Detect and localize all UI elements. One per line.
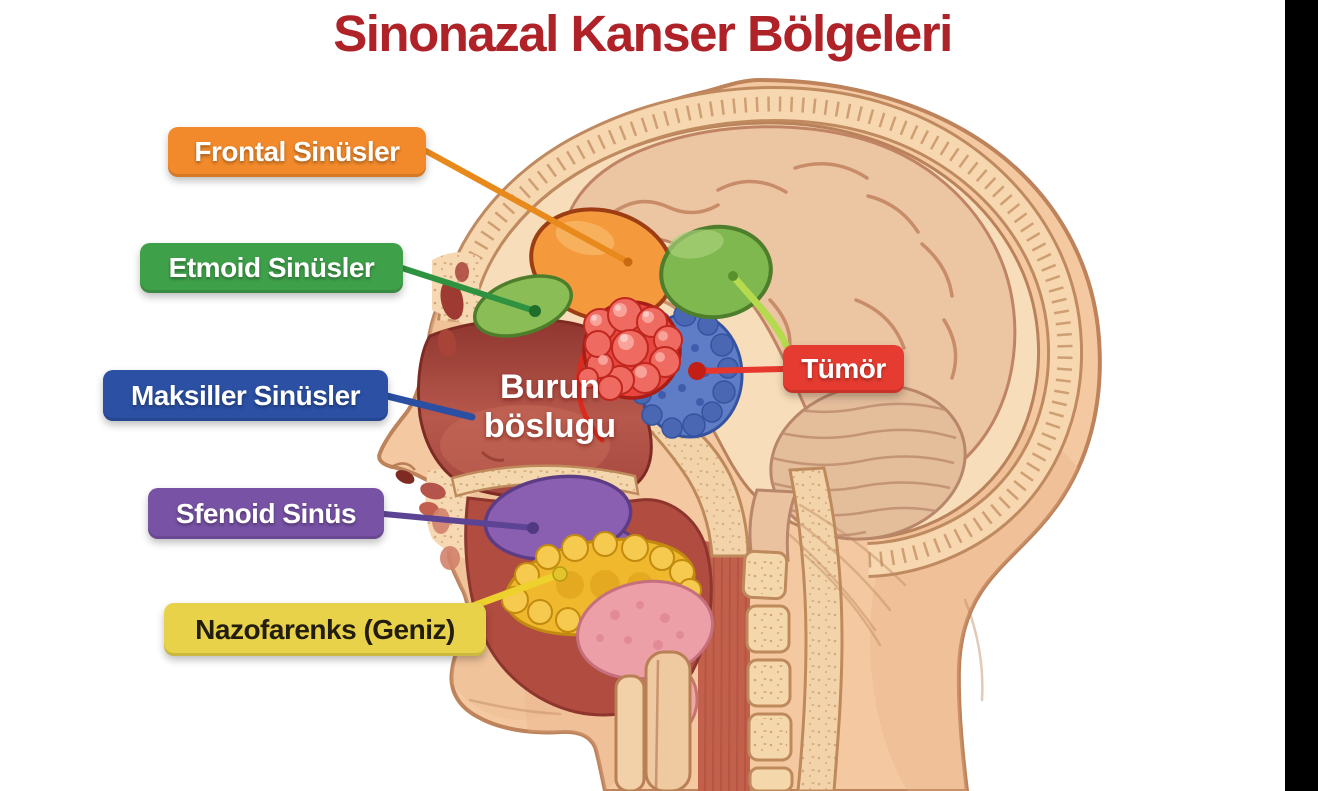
throat-tubes bbox=[614, 650, 692, 791]
tumor-region bbox=[575, 297, 683, 443]
right-black-bar bbox=[1285, 0, 1318, 791]
cerebellum bbox=[748, 365, 982, 562]
neck bbox=[637, 406, 844, 791]
ethmoid-sinus-left bbox=[465, 263, 581, 349]
nasal-cavity-annotation-line1: Burun bbox=[499, 368, 601, 406]
nasal-cavity-annotation-line2: böslugu bbox=[483, 407, 617, 445]
page-title: Sinonazal Kanser Bölgeleri bbox=[333, 5, 953, 62]
label-etmoid-sinusler: Etmoid Sinüsler bbox=[140, 243, 403, 293]
nasal-cavity-annotation: Burun böslugu bbox=[455, 368, 645, 446]
label-frontal-sinusler: Frontal Sinüsler bbox=[168, 127, 426, 177]
label-nazofarenks-geniz: Nazofarenks (Geniz) bbox=[164, 603, 486, 656]
label-sfenoid-sinus: Sfenoid Sinüs bbox=[148, 488, 384, 539]
skin-texture-lines bbox=[468, 503, 984, 716]
label-tumor: Tümör bbox=[783, 345, 904, 393]
leader-lines bbox=[381, 148, 790, 614]
label-maksiller-sinusler: Maksiller Sinüsler bbox=[103, 370, 388, 421]
